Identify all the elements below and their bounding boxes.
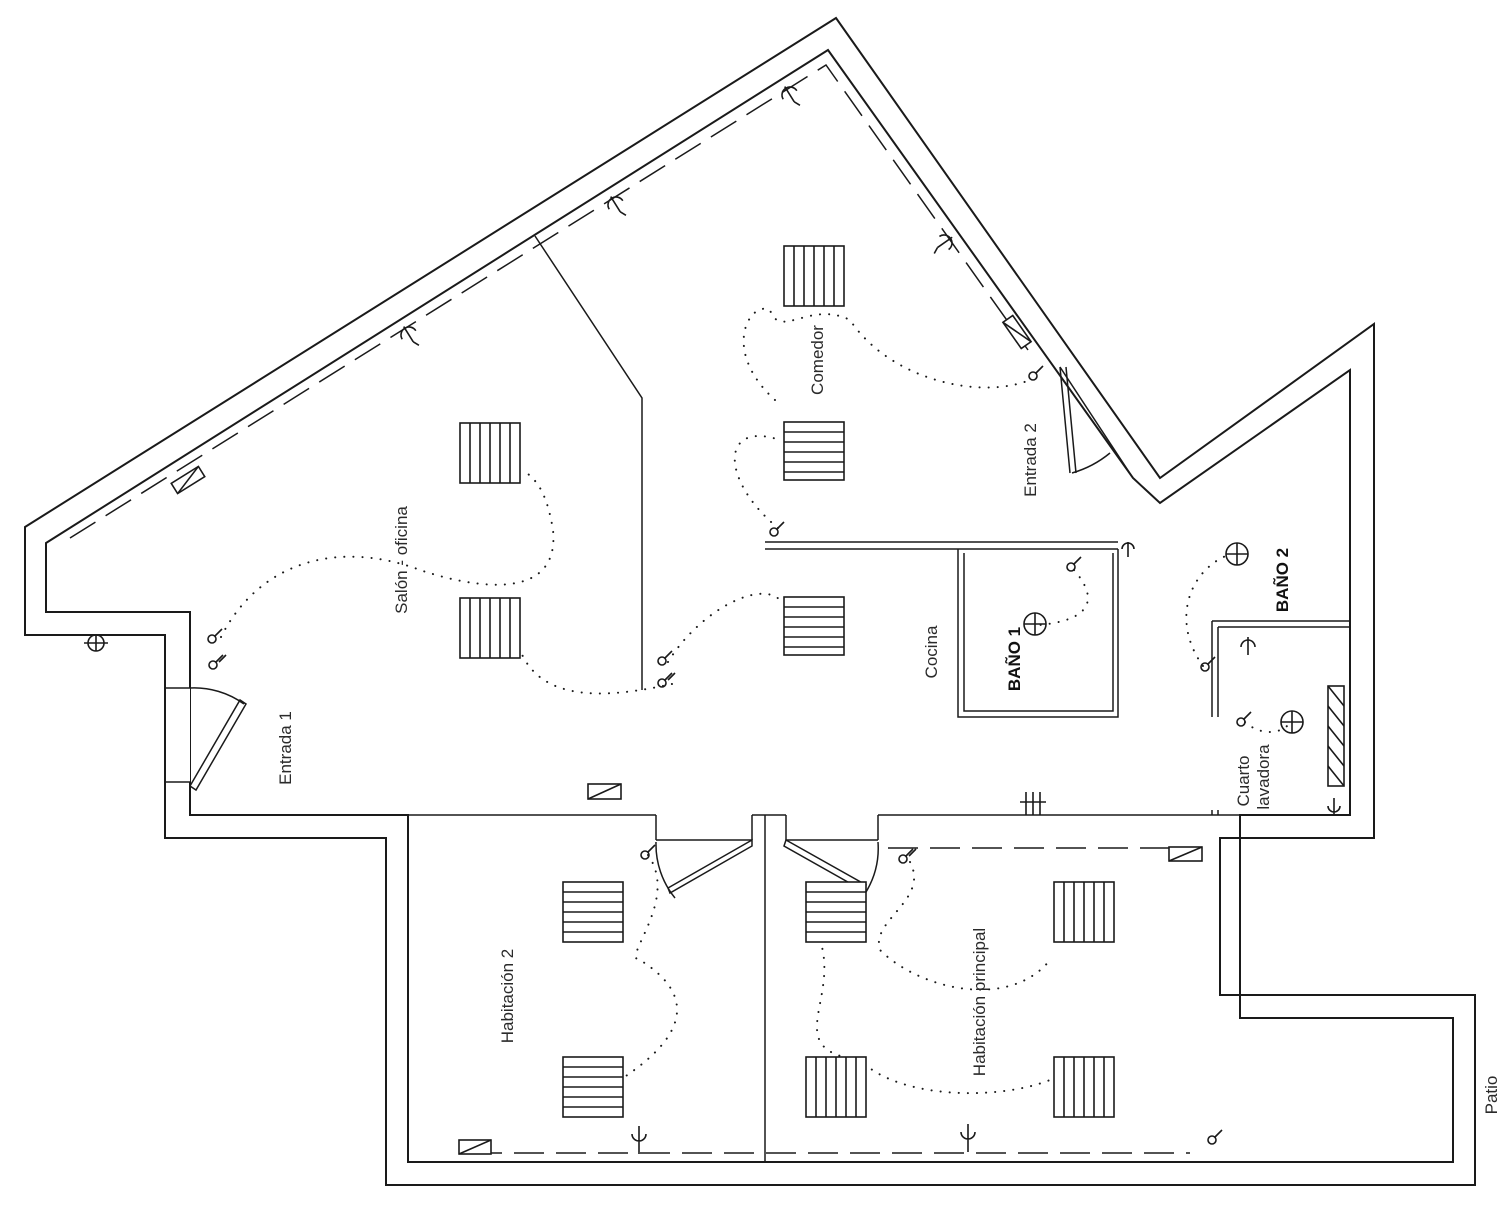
- label-bano-2: BAÑO 2: [1272, 548, 1292, 612]
- label-habitacion-2: Habitación 2: [498, 949, 517, 1044]
- switch-icon: [1200, 656, 1216, 672]
- ceiling-light-salon-1: [459, 422, 521, 484]
- label-salon: Salón - oficina: [392, 506, 411, 614]
- ceiling-light-comedor-2: [783, 421, 845, 481]
- outlet-icon: [933, 234, 953, 254]
- ceiling-light-habp-4: [1053, 1056, 1115, 1118]
- crossed-lamp-icon: [1280, 710, 1304, 734]
- laundry-radiator: [1327, 685, 1345, 787]
- outer-walls: [24, 16, 1476, 1186]
- crossed-lamp-icon: [1225, 542, 1249, 566]
- switch-icon: [657, 650, 673, 666]
- switch-icon: [208, 654, 227, 670]
- dotted-wiring: [220, 307, 1291, 1095]
- electrical-panels: [170, 314, 1203, 1155]
- label-cuarto: Cuarto: [1234, 755, 1253, 806]
- room-labels: Salón - oficina Comedor Entrada 1 Entrad…: [276, 325, 1500, 1115]
- ceiling-light-habp-1: [805, 881, 867, 943]
- switch-icon: [1028, 365, 1044, 381]
- switch-icon: [1066, 556, 1082, 572]
- ceiling-light-habp-2: [1053, 881, 1115, 943]
- panel-box-icon: [1168, 846, 1203, 862]
- switch-icon: [1236, 711, 1252, 727]
- label-cocina: Cocina: [922, 625, 941, 678]
- interior-walls: [408, 235, 1350, 1162]
- outlet-icon: [1240, 637, 1256, 655]
- label-habitacion-principal: Habitación principal: [970, 928, 989, 1076]
- outlet-icon: [631, 1126, 647, 1154]
- ceiling-lights: [459, 245, 1345, 1118]
- switch-icon: [769, 521, 785, 537]
- label-entrada-2: Entrada 2: [1021, 423, 1040, 497]
- ceiling-light-hab2-1: [562, 881, 624, 943]
- label-entrada-1: Entrada 1: [276, 711, 295, 785]
- outlet-icon: [960, 1124, 976, 1152]
- switch-icon: [207, 628, 223, 644]
- panel-box-icon: [1001, 314, 1033, 350]
- label-patio: Patio: [1482, 1076, 1500, 1115]
- switch-icon: [898, 848, 917, 864]
- bathroom-lamps: [1023, 542, 1304, 734]
- outlet-icon: [781, 86, 801, 106]
- label-comedor: Comedor: [808, 325, 827, 395]
- panel-box-icon: [458, 1139, 492, 1155]
- outlet-icon: [400, 326, 420, 346]
- dashed-circuits: [69, 63, 1190, 1154]
- outlets: [84, 86, 1341, 1154]
- label-lavadora: lavadora: [1254, 744, 1273, 810]
- switch-icon: [657, 672, 676, 688]
- ceiling-light-comedor-1: [783, 245, 845, 307]
- ceiling-light-cocina: [783, 596, 845, 656]
- outlet-icon: [607, 196, 627, 216]
- ceiling-light-habp-3: [805, 1056, 867, 1118]
- ceiling-light-salon-2: [459, 597, 521, 659]
- antenna-icon: [1020, 792, 1046, 815]
- outlet-icon: [1327, 798, 1341, 814]
- panel-box-icon: [587, 783, 622, 800]
- doors: [166, 366, 1111, 899]
- crossed-lamp-icon: [1023, 612, 1047, 636]
- switch-icon: [640, 844, 656, 860]
- panel-box-icon: [170, 465, 206, 495]
- outlet-icon: [84, 634, 108, 652]
- outlet-icon: [1121, 542, 1135, 557]
- switches: [207, 365, 1252, 1145]
- label-bano-1: BAÑO 1: [1004, 627, 1024, 691]
- ceiling-light-hab2-2: [562, 1056, 624, 1118]
- switch-icon: [1207, 1129, 1223, 1145]
